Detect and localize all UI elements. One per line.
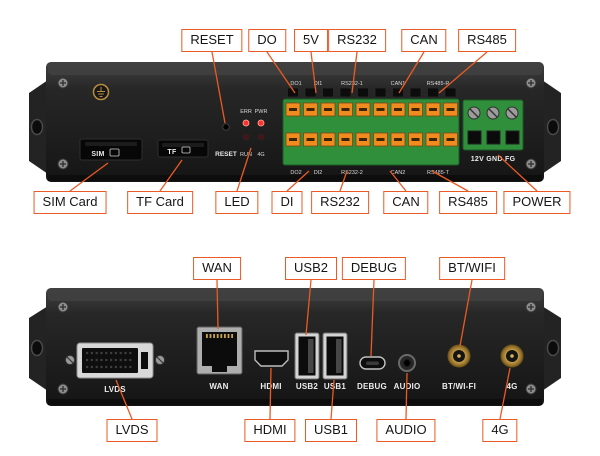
legend-rs232-1: RS232-1 <box>341 81 363 87</box>
callout-debug: DEBUG <box>341 257 407 280</box>
mounting-ear-left <box>29 306 48 391</box>
callout-usb2: USB2 <box>285 257 337 280</box>
terminal-block <box>282 98 460 166</box>
leader-lines <box>69 51 538 420</box>
usb2-port: USB2 <box>294 332 320 391</box>
4g-antenna-connector: 4G <box>500 344 524 391</box>
tf-card-icon <box>181 146 191 154</box>
usb1-port: USB1 <box>322 332 348 391</box>
callout-can-bottom: CAN <box>383 191 429 214</box>
legend-do2: DO2 <box>290 170 301 176</box>
callout-5v: 5V <box>294 29 328 52</box>
legend-can1: CAN1 <box>391 81 406 87</box>
chassis-bottom-edge <box>48 399 542 405</box>
chassis-top-edge <box>48 63 542 75</box>
callout-4g: 4G <box>482 419 518 442</box>
usb1-silkscreen: USB1 <box>324 382 346 391</box>
4g-led-label: 4G <box>257 152 264 158</box>
callout-sim-card: SIM Card <box>33 191 107 214</box>
tf-card-slot: TF <box>157 139 209 158</box>
callout-audio: AUDIO <box>376 419 436 442</box>
callout-di: DI <box>271 191 303 214</box>
run-led <box>242 133 250 141</box>
ground-terminal-icon <box>92 83 110 101</box>
legend-rs485-r: RS485-R <box>427 81 450 87</box>
screw <box>57 301 69 313</box>
sim-silkscreen: SIM <box>91 151 104 158</box>
screw <box>57 383 69 395</box>
reset-pinhole: RESET <box>215 123 237 158</box>
callout-rs232-top: RS232 <box>328 29 386 52</box>
callout-rs232-bottom: RS232 <box>311 191 369 214</box>
4g-silkscreen: 4G <box>506 382 517 391</box>
tf-silkscreen: TF <box>167 149 177 156</box>
err-led-label: ERR <box>240 109 252 115</box>
wan-port: WAN <box>196 326 243 391</box>
run-led-label: RUN <box>240 152 252 158</box>
legend-rs485-t: RS485-T <box>427 170 450 176</box>
terminal-legend-bottom: DO2 DI2 RS232-2 CAN2 RS485-T <box>290 170 449 176</box>
status-leds: ERR PWR RUN 4G <box>240 109 267 158</box>
callout-usb1: USB1 <box>305 419 357 442</box>
screw <box>57 158 69 170</box>
wan-silkscreen: WAN <box>209 382 228 391</box>
legend-di2: DI2 <box>314 170 323 176</box>
debug-port: DEBUG <box>357 356 387 391</box>
mounting-ear-right <box>542 80 561 174</box>
lvds-port: LVDS <box>65 342 165 394</box>
screw <box>525 301 537 313</box>
usb2-silkscreen: USB2 <box>296 382 318 391</box>
reset-silkscreen: RESET <box>215 151 237 158</box>
callout-hdmi: HDMI <box>244 419 296 442</box>
callout-rs485-top: RS485 <box>458 29 516 52</box>
callout-tf-card: TF Card <box>127 191 193 214</box>
callout-led: LED <box>215 191 259 214</box>
power-terminal: 12V GND FG <box>462 99 524 163</box>
debug-silkscreen: DEBUG <box>357 382 387 391</box>
legend-can2: CAN2 <box>391 170 406 176</box>
callout-lvds: LVDS <box>106 419 158 442</box>
callout-power: POWER <box>503 191 571 214</box>
mounting-ear-left <box>29 80 48 174</box>
legend-rs232-2: RS232-2 <box>341 170 363 176</box>
legend-di1: DI1 <box>314 81 323 87</box>
pwr-led-label: PWR <box>255 109 268 115</box>
callout-rs485-bottom: RS485 <box>439 191 497 214</box>
screw <box>525 158 537 170</box>
screw <box>57 77 69 89</box>
screw <box>525 383 537 395</box>
screw <box>525 77 537 89</box>
chassis-bottom-edge <box>48 175 542 181</box>
lvds-silkscreen: LVDS <box>104 385 126 394</box>
mounting-ear-right <box>542 306 561 391</box>
callout-do: DO <box>248 29 286 52</box>
device-top-panel: SIM TF RESET ERR PWR <box>29 62 561 182</box>
callout-reset: RESET <box>181 29 243 52</box>
callout-wan: WAN <box>193 257 241 280</box>
callout-can-top: CAN <box>401 29 447 52</box>
4g-led <box>257 133 265 141</box>
callout-bt-wifi: BT/WIFI <box>439 257 505 280</box>
chassis-top-edge <box>48 289 542 301</box>
bt-wifi-antenna-connector: BT/WI-FI <box>442 344 476 391</box>
sim-card-icon <box>109 148 120 157</box>
terminal-legend-top: DO1 DI1 RS232-1 CAN1 RS485-R <box>290 81 449 87</box>
power-pins-silkscreen: 12V GND FG <box>471 156 516 163</box>
bt-wifi-silkscreen: BT/WI-FI <box>442 382 476 391</box>
sim-card-slot: SIM <box>79 138 143 161</box>
pwr-led <box>257 119 265 127</box>
device-bottom-panel: LVDS WAN HDMI USB2 USB1 <box>29 288 561 406</box>
err-led <box>242 119 250 127</box>
legend-do1: DO1 <box>290 81 301 87</box>
